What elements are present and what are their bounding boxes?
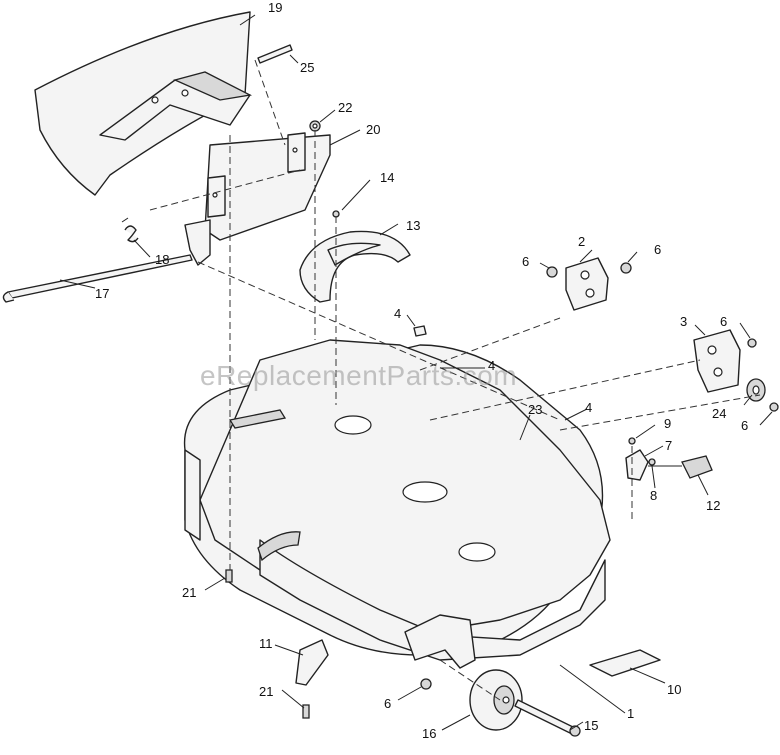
mower-deck-1 — [183, 339, 611, 669]
bolt-15 — [514, 699, 581, 737]
gauge-wheel-16 — [469, 669, 523, 731]
callout-6-b: 6 — [654, 242, 661, 257]
leader-lines — [59, 14, 773, 731]
bolt-4-a — [413, 325, 427, 337]
hinge-rod-17 — [2, 254, 193, 303]
callout-24: 24 — [712, 406, 726, 421]
callout-17: 17 — [95, 286, 109, 301]
callout-16: 16 — [422, 726, 436, 741]
callout-13: 13 — [406, 218, 420, 233]
assembly-lines — [149, 59, 761, 701]
bracket-11 — [295, 639, 329, 686]
bracket-2 — [565, 257, 609, 311]
callout-10: 10 — [667, 682, 681, 697]
deflector-10 — [589, 649, 661, 677]
discharge-chute-19 — [34, 11, 253, 196]
callout-3: 3 — [680, 314, 687, 329]
callout-12: 12 — [706, 498, 720, 513]
cap-12 — [648, 455, 713, 479]
callout-4-a: 4 — [394, 306, 401, 321]
callout-8: 8 — [650, 488, 657, 503]
callout-6-d: 6 — [741, 418, 748, 433]
callout-15: 15 — [584, 718, 598, 733]
nut-6-d — [769, 402, 779, 412]
nut-9 — [628, 437, 636, 445]
callout-21-b: 21 — [259, 684, 273, 699]
nut-6-e — [420, 678, 432, 690]
fitting-7 — [625, 449, 649, 481]
nut-6-a — [546, 266, 558, 278]
callout-4-b: 4 — [488, 358, 495, 373]
callout-6-a: 6 — [522, 254, 529, 269]
callout-14: 14 — [380, 170, 394, 185]
nut-22 — [309, 120, 321, 132]
nut-6-b — [620, 262, 632, 274]
callout-6-c: 6 — [720, 314, 727, 329]
cover-13 — [299, 230, 411, 303]
callout-20: 20 — [366, 122, 380, 137]
torsion-spring-18 — [121, 217, 139, 243]
bracket-3 — [693, 329, 741, 393]
nut-6-c — [747, 338, 757, 348]
callout-1: 1 — [627, 706, 634, 721]
callout-labels: 19 25 22 20 14 13 18 17 2 6 6 3 6 4 4 4 … — [95, 0, 748, 741]
callout-11: 11 — [259, 636, 273, 651]
callout-18: 18 — [155, 252, 169, 267]
callout-19: 19 — [268, 0, 282, 15]
callout-23: 23 — [528, 402, 542, 417]
bolt-21-b — [302, 704, 310, 719]
callout-21-a: 21 — [182, 585, 196, 600]
callout-7: 7 — [665, 438, 672, 453]
strip-25 — [257, 44, 293, 64]
callout-9: 9 — [664, 416, 671, 431]
washer-8 — [648, 458, 656, 466]
callout-25: 25 — [300, 60, 314, 75]
callout-22: 22 — [338, 100, 352, 115]
callout-4-c: 4 — [585, 400, 592, 415]
bolt-21-a — [225, 569, 233, 583]
hinge-plate-20 — [184, 132, 331, 266]
callout-2: 2 — [578, 234, 585, 249]
callout-6-e: 6 — [384, 696, 391, 711]
